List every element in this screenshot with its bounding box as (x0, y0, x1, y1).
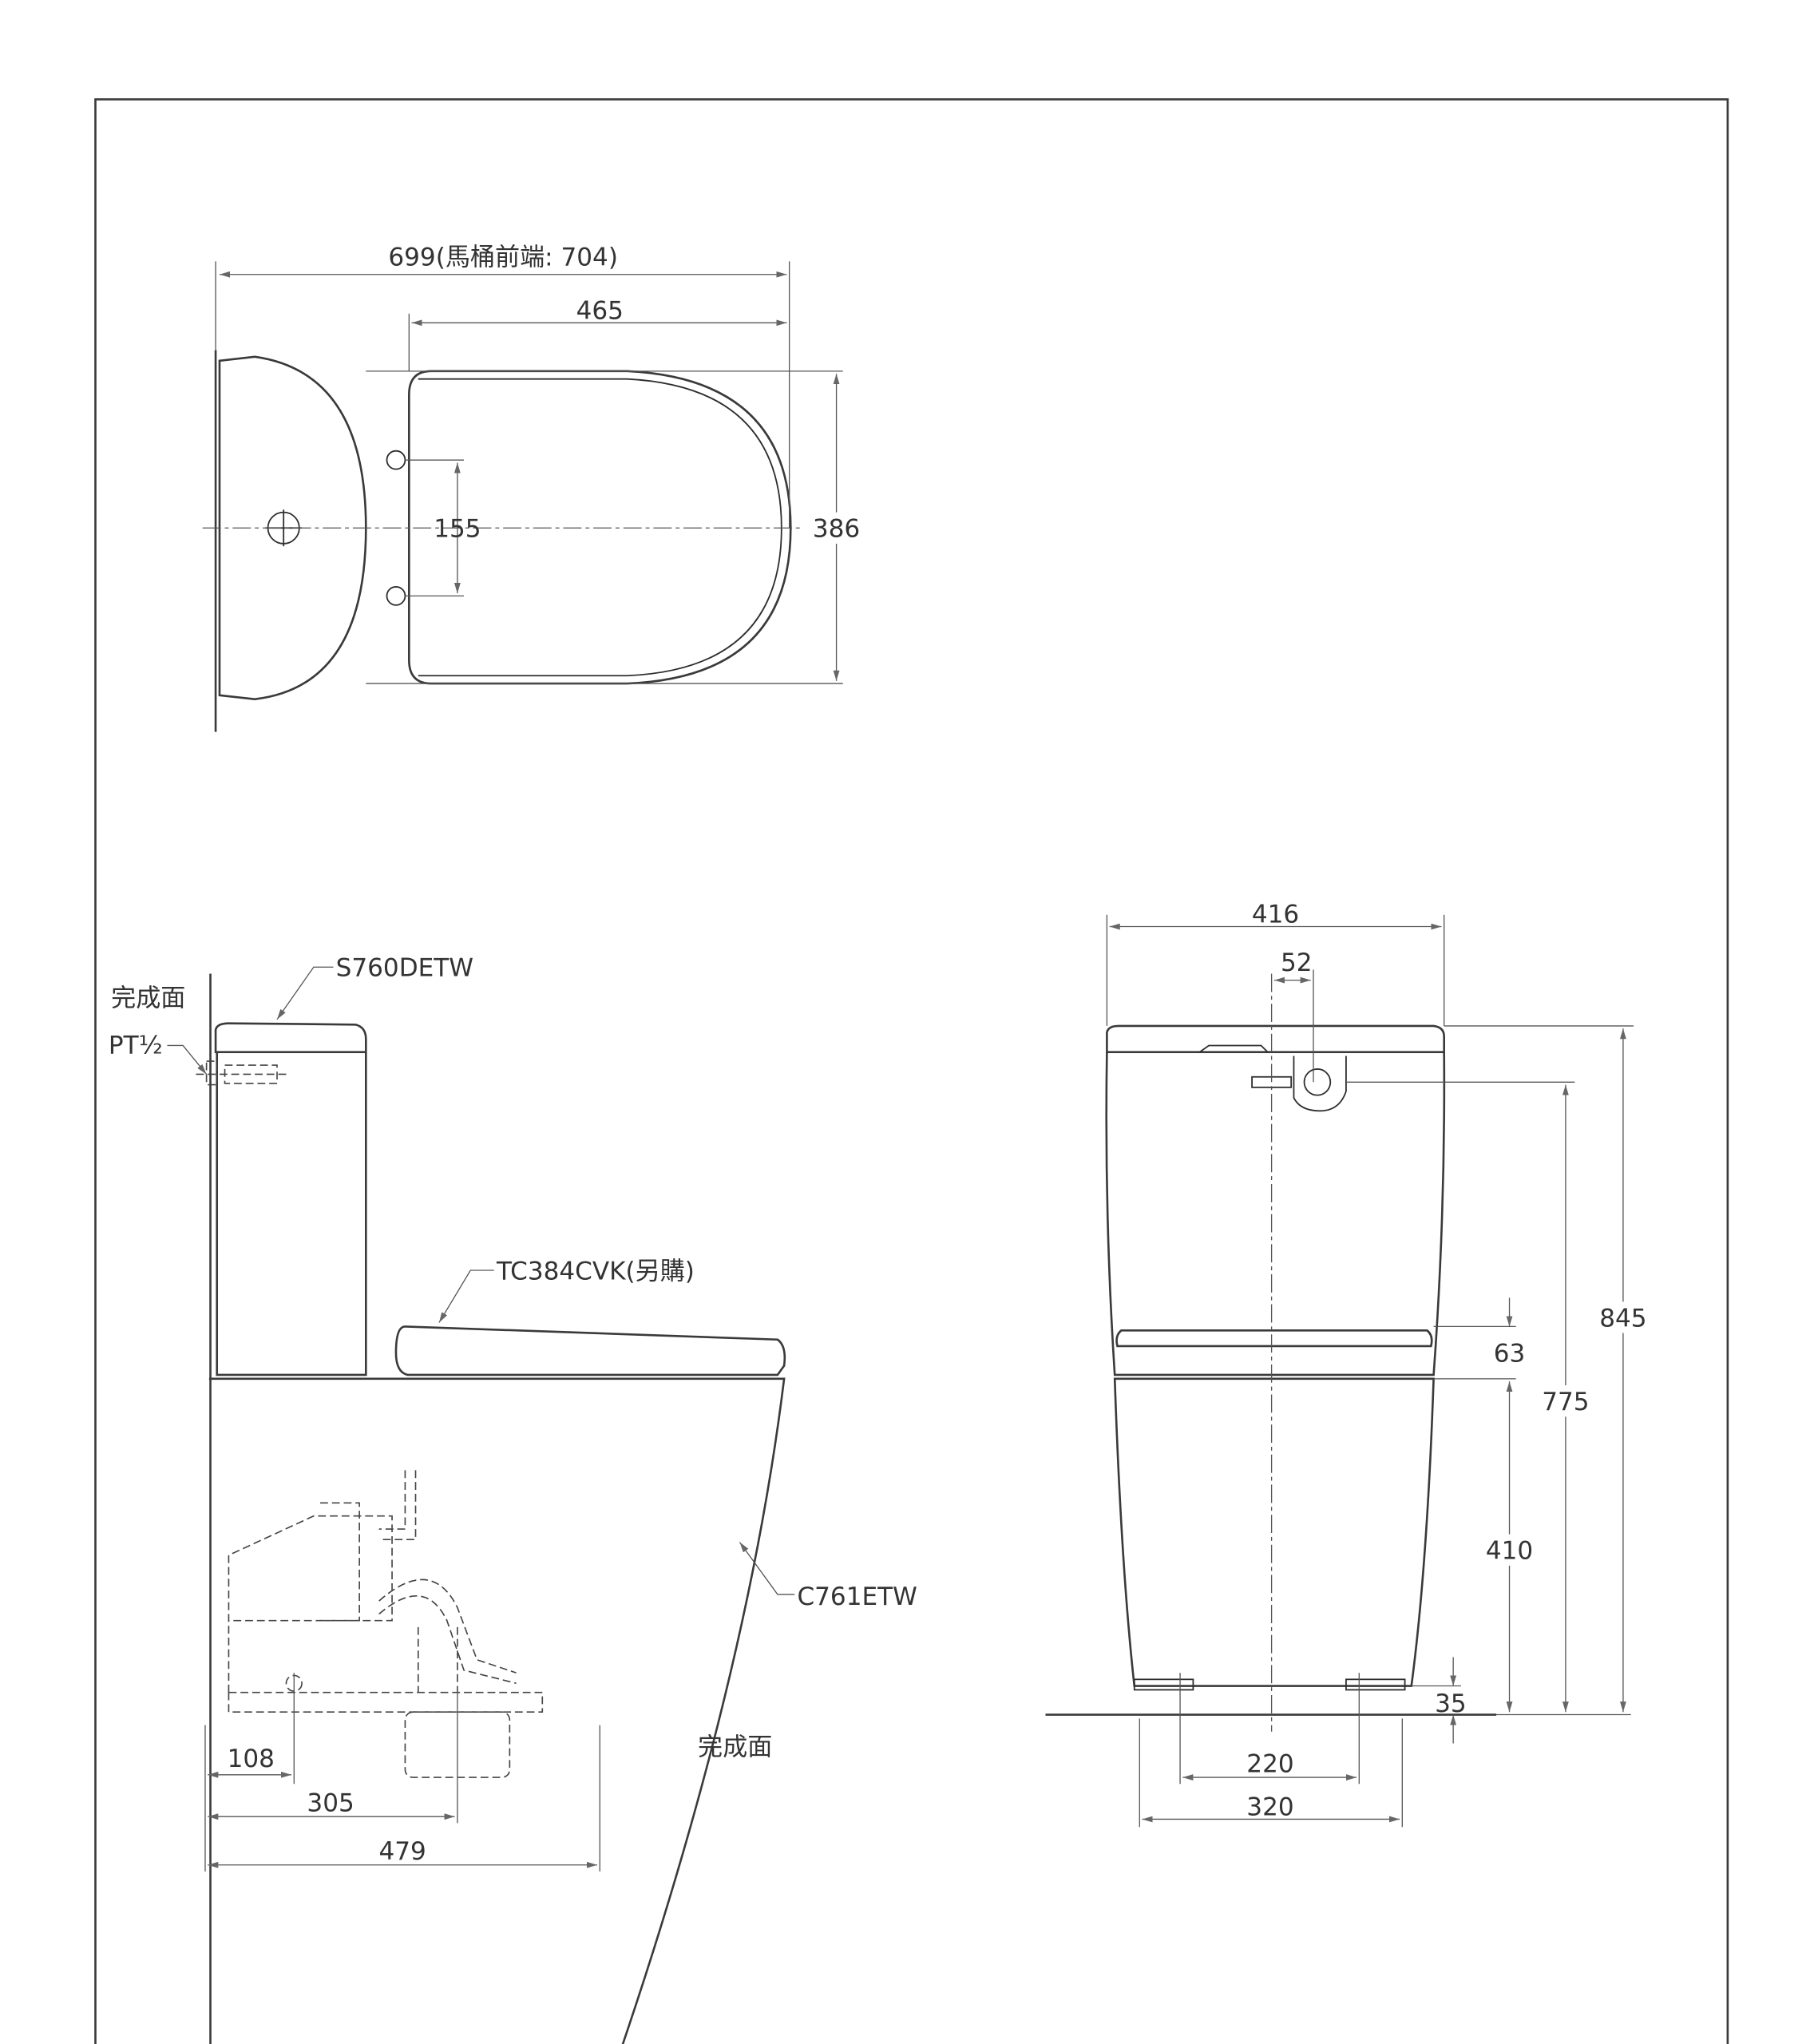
side-view: 108 305 479 S760DETW 完成面 PT½ TC384CVK(另購… (109, 954, 917, 2044)
dim-seat-thickness: 63 (1494, 1340, 1526, 1369)
dim-seat-length: 465 (576, 296, 624, 325)
dim-hinge-spacing: 155 (434, 515, 481, 544)
tank-front (1105, 1052, 1446, 1377)
seat-front (1115, 1329, 1433, 1348)
dim-overall-length: 699(馬桶前端: 704) (388, 243, 618, 271)
dim-depth: 479 (378, 1837, 426, 1866)
dim-wall-to-bolt: 108 (228, 1745, 275, 1773)
label-floor-finish: 完成面 (698, 1733, 772, 1761)
supply-valve-icon (1303, 1068, 1332, 1096)
bowl-side (208, 1377, 786, 2044)
dim-bolt-spacing: 220 (1246, 1750, 1293, 1779)
dim-width: 386 (813, 515, 860, 544)
tank-lid-side (214, 1022, 367, 1053)
dim-rough-in: 305 (307, 1789, 354, 1818)
drawing-frame (94, 98, 1729, 2044)
seat-outline-top (408, 370, 792, 685)
dim-supply-offset: 52 (1281, 949, 1313, 977)
seat-side (394, 1325, 786, 1377)
dim-front-width: 416 (1252, 901, 1299, 929)
label-wall-finish: 完成面 (111, 984, 185, 1012)
front-view: 416 52 845 775 63 410 35 220 320 (1045, 901, 1652, 1828)
label-seat-model: TC384CVK(另購) (496, 1257, 695, 1285)
dim-rim-height: 410 (1486, 1537, 1533, 1566)
label-tank-model: S760DETW (336, 954, 473, 983)
dim-supply-height: 775 (1542, 1388, 1589, 1416)
dim-base-width: 320 (1246, 1793, 1293, 1822)
bowl-front (1113, 1377, 1435, 1687)
dim-bolt-height: 35 (1435, 1689, 1467, 1718)
label-supply-thread: PT½ (109, 1031, 163, 1060)
label-bowl-model: C761ETW (797, 1583, 917, 1611)
tank-side (216, 1052, 367, 1377)
dim-total-height: 845 (1599, 1304, 1646, 1333)
tank-lid-front (1106, 1024, 1445, 1053)
top-view: 699(馬桶前端: 704) 465 155 386 (202, 243, 863, 732)
